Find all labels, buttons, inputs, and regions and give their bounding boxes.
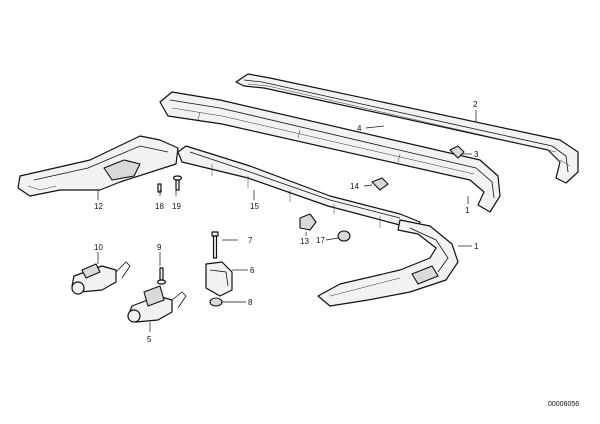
callout-1-top: 1	[465, 206, 470, 215]
callout-2: 2	[473, 100, 478, 109]
callout-14: 14	[350, 182, 359, 191]
clip-13[interactable]	[299, 213, 317, 231]
callout-17: 17	[316, 236, 325, 245]
rubber-strip-part[interactable]	[235, 73, 579, 184]
diagram-reference-number: 00006056	[548, 401, 579, 408]
leader-lines	[97, 110, 477, 332]
left-corner-part[interactable]	[17, 135, 179, 197]
right-corner-part[interactable]	[317, 219, 459, 307]
callout-1-corner: 1	[474, 242, 479, 251]
bracket-assembly-10[interactable]	[71, 261, 131, 295]
callout-6: 6	[250, 266, 255, 275]
callouts: 2 4 3 14 1 1 12 18 19 15 7 13 17 10 9 6 …	[94, 100, 479, 344]
callout-10: 10	[94, 243, 103, 252]
callout-9: 9	[157, 243, 162, 252]
callout-12: 12	[94, 202, 103, 211]
callout-3: 3	[474, 150, 479, 159]
clip-14[interactable]	[371, 177, 389, 191]
callout-19: 19	[172, 202, 181, 211]
screw-18[interactable]	[157, 183, 162, 193]
plug-17[interactable]	[337, 230, 351, 242]
callout-7: 7	[248, 236, 253, 245]
mounting-bracket-6[interactable]	[205, 261, 233, 297]
callout-13: 13	[300, 237, 309, 246]
callout-5: 5	[147, 335, 152, 344]
nut-8[interactable]	[209, 297, 223, 307]
screw-9[interactable]	[156, 267, 167, 285]
screw-19[interactable]	[172, 175, 183, 191]
callout-4: 4	[357, 124, 362, 133]
bumper-body-part[interactable]	[159, 91, 501, 213]
bracket-assembly-5[interactable]	[127, 285, 187, 323]
callout-18: 18	[155, 202, 164, 211]
clip-3[interactable]	[449, 145, 465, 159]
callout-15: 15	[250, 202, 259, 211]
callout-8: 8	[248, 298, 253, 307]
bolt-7[interactable]	[211, 231, 219, 259]
